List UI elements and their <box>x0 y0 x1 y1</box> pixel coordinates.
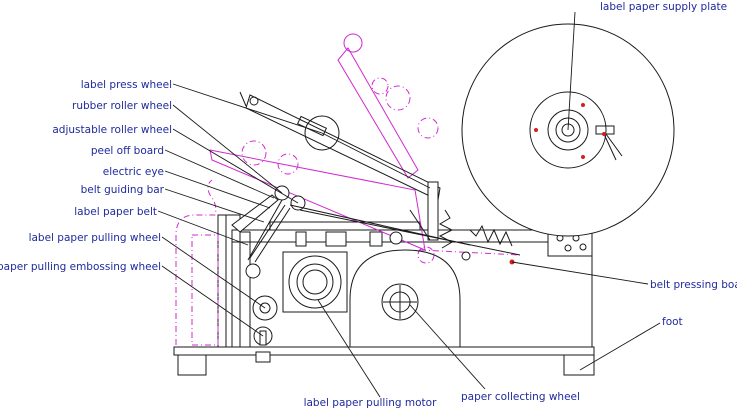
front-rollers <box>245 185 521 346</box>
label-paper-belt: label paper belt <box>74 206 157 218</box>
foot-left <box>177 354 207 376</box>
label-embossing-wheel: label paper pulling embossing wheel <box>0 261 161 273</box>
collecting-wheel <box>349 249 461 347</box>
label-electric-eye: electric eye <box>103 166 164 178</box>
press-arm <box>239 91 441 241</box>
label-collecting-wheel: paper collecting wheel <box>461 391 580 403</box>
pulling-motor <box>282 251 348 313</box>
label-pulling-wheel: label paper pulling wheel <box>29 232 161 244</box>
springs <box>438 209 513 249</box>
label-supply-plate: label paper supply plate <box>600 1 727 13</box>
label-foot: foot <box>662 316 683 328</box>
label-rubber-roller: rubber roller wheel <box>72 100 172 112</box>
foot-right <box>563 354 595 376</box>
label-press-wheel: label press wheel <box>81 79 172 91</box>
label-belt-pressing-board: belt pressing board <box>650 279 737 291</box>
label-pulling-motor: label paper pulling motor <box>304 397 438 409</box>
machine-base <box>173 346 595 376</box>
press-wheel <box>304 115 340 151</box>
label-peel-off-board: peel off board <box>91 145 164 157</box>
leader-lines <box>157 11 661 398</box>
label-belt-guiding-bar: belt guiding bar <box>81 184 165 196</box>
label-adjustable-roller: adjustable roller wheel <box>52 124 172 136</box>
